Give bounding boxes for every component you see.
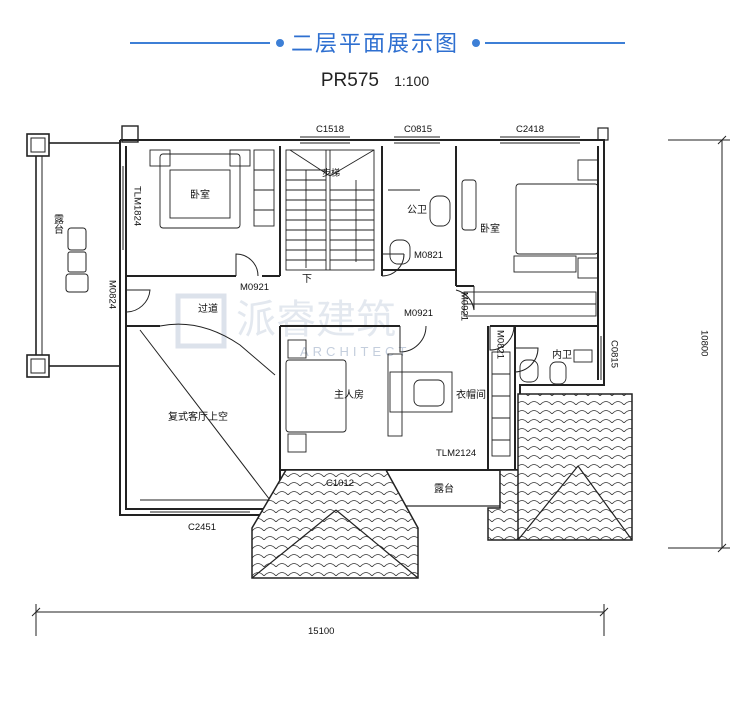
label-closet: 衣帽间 xyxy=(456,388,486,401)
label-tlm1824: TLM1824 xyxy=(132,186,143,226)
bedroom-ne-furniture xyxy=(461,159,599,317)
dimension-height xyxy=(668,135,730,553)
column-ne xyxy=(597,127,609,141)
roof-left xyxy=(251,469,419,579)
watermark-text: 派睿建筑 xyxy=(236,297,396,343)
public-bath-fixtures xyxy=(388,189,451,265)
page-title: 二层平面展示图 xyxy=(290,32,459,57)
doors xyxy=(125,253,539,501)
watermark: 派睿建筑 ARCHITECT xyxy=(175,293,410,359)
label-c2451: C2451 xyxy=(188,522,216,533)
plan-scale: 1:100 xyxy=(394,73,430,89)
walls-inner xyxy=(126,146,598,470)
label-m0821-top: M0821 xyxy=(414,250,443,261)
title-rule-left xyxy=(130,42,270,44)
plan-code: PR575 xyxy=(320,70,379,91)
title-dot-right xyxy=(472,39,480,47)
label-stair-down: 下 xyxy=(302,274,312,285)
label-private-bath: 内卫 xyxy=(552,348,572,361)
label-double-height: 复式客厅上空 xyxy=(168,410,228,423)
label-m0824: M0824 xyxy=(107,280,118,309)
terrace-left xyxy=(26,133,121,378)
title-dot-left xyxy=(276,39,284,47)
plan-subtitle: PR575 1:100 xyxy=(0,70,750,92)
label-corridor: 过道 xyxy=(198,302,218,315)
watermark-subtext: ARCHITECT xyxy=(300,344,410,359)
label-terrace-left: 露台 xyxy=(52,214,64,235)
label-terrace-bottom: 露台 xyxy=(434,482,454,495)
label-public-bath: 公卫 xyxy=(407,205,427,216)
flue-box xyxy=(121,125,139,143)
dimension-width-label: 15100 xyxy=(308,626,334,637)
label-c1518: C1518 xyxy=(316,124,344,135)
title-bar: 二层平面展示图 xyxy=(0,18,750,68)
master-furniture xyxy=(285,339,593,457)
dimension-width xyxy=(31,604,609,636)
windows xyxy=(122,136,602,513)
bedroom-nw-furniture xyxy=(149,149,275,229)
label-bedroom-ne: 卧室 xyxy=(480,222,500,235)
roof-right xyxy=(487,393,633,541)
label-m0821-mid: M0821 xyxy=(495,330,506,359)
label-c2418: C2418 xyxy=(516,124,544,135)
label-m0921-right: M0921 xyxy=(459,292,470,321)
label-m0921-left: M0921 xyxy=(240,282,269,293)
label-c0815-top: C0815 xyxy=(404,124,432,135)
label-bedroom-nw: 卧室 xyxy=(190,188,210,201)
dimension-height-label: 10800 xyxy=(699,330,710,356)
label-m0921-center: M0921 xyxy=(404,308,433,319)
label-master-bedroom: 主人房 xyxy=(334,388,364,401)
label-c1012: C1012 xyxy=(326,478,354,489)
label-tlm2124: TLM2124 xyxy=(436,448,476,459)
stair xyxy=(285,149,375,271)
label-c0815-right: C0815 xyxy=(609,340,620,368)
label-stair: 步梯 xyxy=(322,167,340,179)
title-rule-right xyxy=(485,42,625,44)
